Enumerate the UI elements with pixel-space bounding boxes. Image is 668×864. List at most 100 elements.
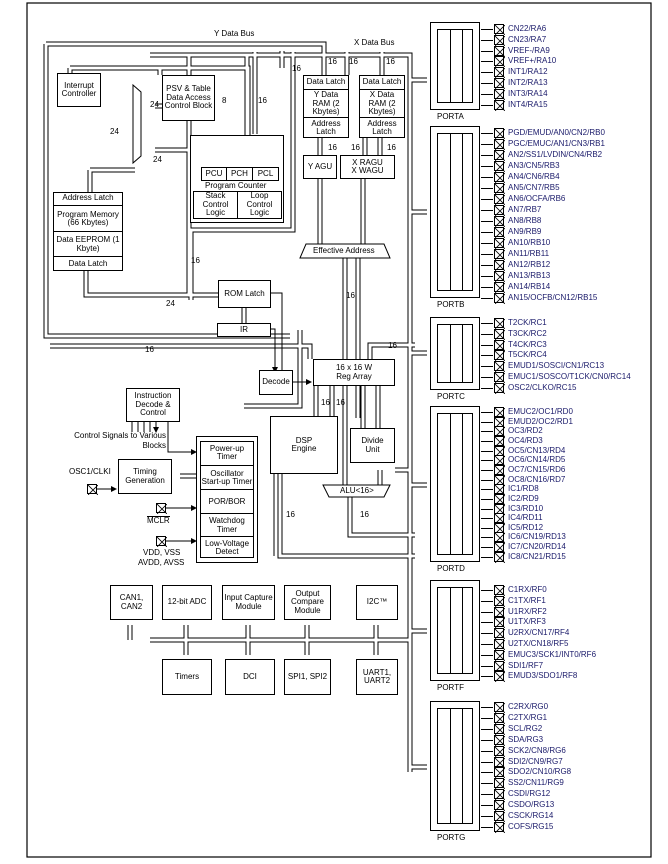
bidirectional-arrow-icon: [481, 72, 493, 74]
pin-label: EMUD1/SOSCI/CN1/RC13: [508, 361, 605, 371]
pin-x-icon: [494, 734, 505, 746]
pin-label: SCK2/CN8/RG6: [508, 745, 566, 755]
pin-x-icon: [494, 800, 505, 812]
pin-label: COFS/RG15: [508, 821, 554, 831]
w-reg-array: 16 x 16 W Reg Array: [313, 359, 395, 386]
bus-width-label: 16: [386, 57, 395, 66]
pin-label: VREF+/RA10: [508, 56, 557, 66]
pin-label: C1RX/RF0: [508, 585, 547, 594]
bidirectional-arrow-icon: [481, 344, 493, 346]
pin-x-icon: [494, 216, 505, 227]
port-name: PORTG: [437, 833, 466, 842]
bidirectional-arrow-icon: [481, 611, 493, 613]
interrupt-controller: Interrupt Controller: [57, 73, 101, 107]
port-portf: [430, 580, 480, 681]
pin-label: T4CK/RC3: [508, 339, 547, 349]
bidirectional-arrow-icon: [481, 232, 493, 233]
pin-x-icon: [494, 649, 505, 661]
bus-width-label: 16: [191, 256, 200, 265]
pin-x-icon: [494, 723, 505, 735]
bidirectional-arrow-icon: [481, 527, 493, 529]
pin-label: OC5/CN13/RD4: [508, 445, 566, 455]
port-latch: [437, 587, 473, 674]
pin-x-icon: [494, 282, 505, 293]
bidirectional-arrow-icon: [481, 166, 493, 167]
pin-x-icon: [494, 702, 505, 713]
pin-label: AN3/CN5/RB3: [508, 161, 560, 170]
bidirectional-arrow-icon: [481, 761, 493, 763]
pin-x-icon: [494, 660, 505, 672]
pin-x-icon: [494, 522, 505, 534]
pin-x-icon: [494, 88, 505, 100]
pin-label: AN5/CN7/RB5: [508, 183, 560, 192]
effective-address: Effective Address: [313, 246, 375, 255]
port-portg: [430, 701, 480, 831]
pin-x-icon: [494, 238, 505, 249]
bus-width-label: 16: [351, 143, 360, 152]
bus-width-label: 16: [360, 510, 369, 519]
pin-label: OC8/CN16/RD7: [508, 474, 566, 484]
bidirectional-arrow-icon: [481, 783, 493, 785]
instruction-register: IR: [217, 323, 271, 337]
bus-width-label: 16: [328, 57, 337, 66]
pin-label: CSCK/RG14: [508, 811, 554, 820]
dci-module: DCI: [225, 659, 275, 695]
pin-x-icon: [494, 484, 505, 496]
pin-label: OC7/CN15/RD6: [508, 464, 566, 474]
vdd-vss-label: VDD, VSS: [143, 548, 181, 557]
pin-label: AN7/RB7: [508, 205, 542, 214]
pin-label: AN14/RB14: [508, 282, 551, 291]
bidirectional-arrow-icon: [481, 750, 493, 752]
bidirectional-arrow-icon: [481, 590, 493, 591]
bidirectional-arrow-icon: [481, 243, 493, 244]
bidirectional-arrow-icon: [481, 177, 493, 178]
decode-block: Decode: [259, 370, 293, 395]
x-address-latch: Address Latch: [360, 117, 404, 138]
bidirectional-arrow-icon: [481, 826, 493, 828]
bidirectional-arrow-icon: [481, 39, 493, 41]
bidirectional-arrow-icon: [481, 221, 493, 222]
pin-label: OSC2/CLKO/RC15: [508, 382, 577, 392]
program-memory-group: Address Latch Program Memory (66 Kbytes)…: [53, 192, 123, 271]
pin-x-icon: [494, 416, 505, 428]
pin-label: T2CK/RC1: [508, 318, 547, 327]
pch-register: PCH: [226, 167, 253, 181]
pin-label: SS2/CN11/RG9: [508, 778, 564, 788]
dsp-engine: DSP Engine: [270, 416, 338, 474]
pin-label: AN4/CN6/RB4: [508, 172, 560, 181]
pin-x-icon: [494, 756, 505, 768]
bidirectional-arrow-icon: [481, 805, 493, 807]
pin-label: AN8/RB8: [508, 216, 542, 225]
bidirectional-arrow-icon: [481, 508, 493, 510]
x-data-latch: Data Latch: [362, 76, 402, 86]
pin-x-icon: [494, 194, 505, 205]
pin-label: INT2/RA13: [508, 78, 548, 87]
bus-width-label: 16: [387, 143, 396, 152]
pin-x-icon: [494, 745, 505, 757]
bidirectional-arrow-icon: [481, 421, 493, 423]
bidirectional-arrow-icon: [481, 276, 493, 277]
port-latch: [437, 29, 473, 103]
pin-label: PGC/EMUC/AN1/CN3/RB1: [508, 139, 605, 148]
data-latch: Data Latch: [54, 256, 122, 271]
bus-width-label: 16: [286, 510, 295, 519]
pin-x-icon: [494, 595, 505, 607]
pin-label: AN12/RB12: [508, 260, 551, 269]
pin-label: SDA/RG3: [508, 734, 544, 744]
y-address-latch: Address Latch: [304, 117, 348, 138]
pin-x-icon: [494, 128, 505, 139]
bidirectional-arrow-icon: [481, 29, 493, 30]
program-counter-label: Program Counter: [205, 181, 267, 190]
spi-module: SPI1, SPI2: [284, 659, 331, 695]
program-memory: Program Memory (66 Kbytes): [54, 205, 122, 232]
stack-control-logic: Stack Control Logic: [193, 191, 238, 219]
pin-label: IC5/RD12: [508, 522, 544, 532]
pin-x-icon: [494, 767, 505, 779]
pin-label: INT1/RA12: [508, 67, 548, 77]
pin-label: CN23/RA7: [508, 34, 547, 44]
pin-x-icon: [494, 24, 505, 35]
pin-x-icon: [494, 361, 505, 373]
bidirectional-arrow-icon: [481, 794, 493, 796]
pin-label: CSDI/RG12: [508, 789, 551, 799]
bidirectional-arrow-icon: [481, 412, 493, 413]
